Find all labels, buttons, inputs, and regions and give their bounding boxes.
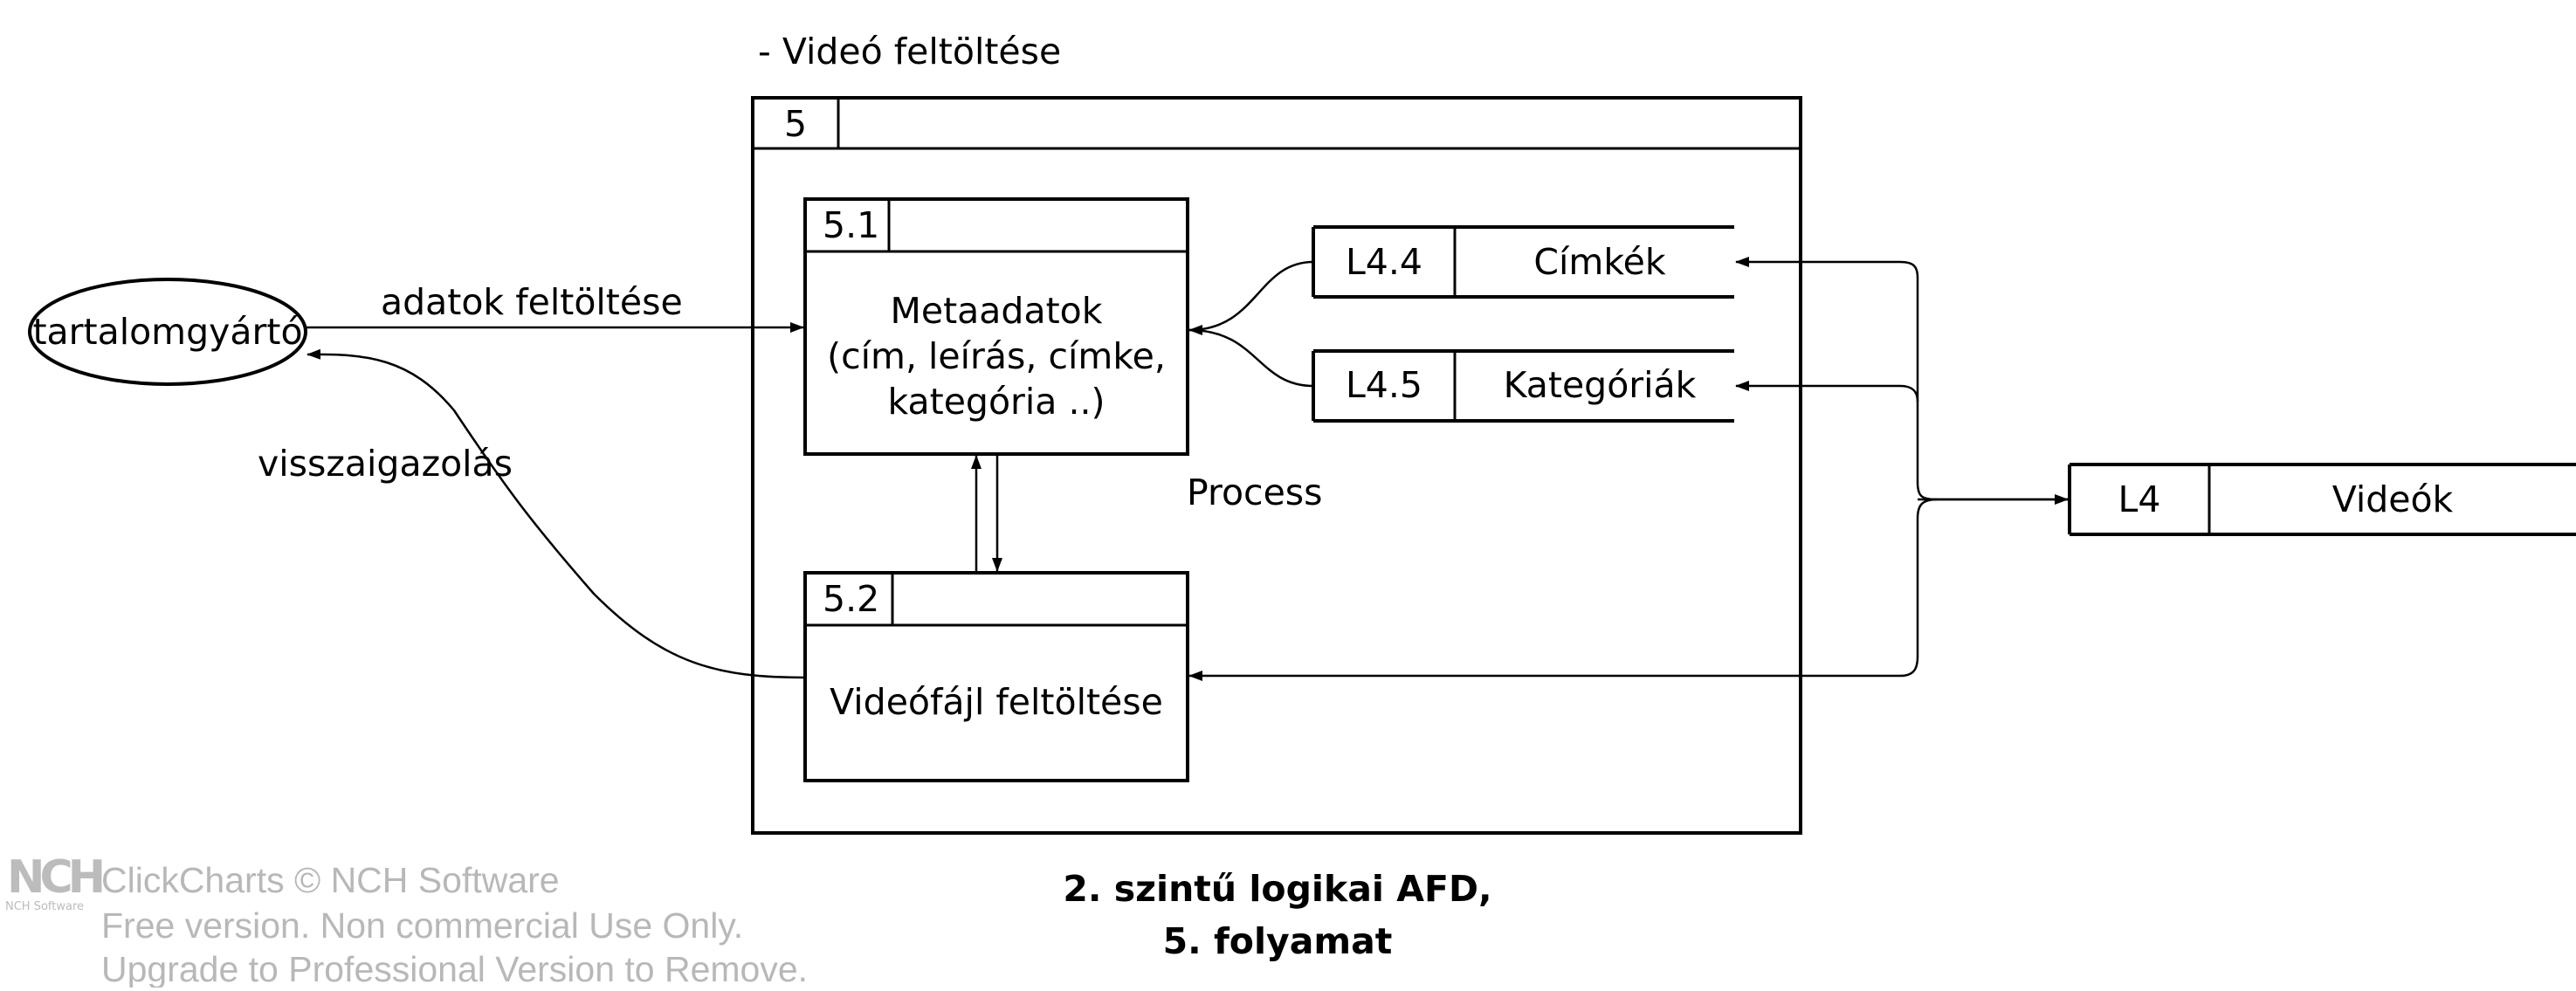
flow-confirmation-label: visszaigazolás <box>258 443 513 485</box>
subprocess-5-2-id: 5.2 <box>823 578 879 620</box>
process-label: Process <box>1187 471 1323 513</box>
flow-videok-to-cimkek[interactable] <box>1735 257 2070 501</box>
subprocess-5-1-line-1: Metaadatok <box>891 290 1103 332</box>
store-l4-5-label: Kategóriák <box>1504 364 1697 406</box>
process-5-id: 5 <box>784 103 807 145</box>
flow-upload-data-label: adatok feltöltése <box>381 281 683 323</box>
store-l4-5-id: L4.5 <box>1346 364 1422 406</box>
flow-cimkek-to-metadata[interactable] <box>1188 260 1314 335</box>
diagram-caption-line-2: 5. folyamat <box>1163 920 1393 962</box>
store-l4-5[interactable] <box>1312 349 1734 423</box>
watermark-line-1: ClickCharts © NCH Software <box>101 860 560 900</box>
entity-label: tartalomgyártó <box>32 311 302 353</box>
store-l4-4-label: Címkék <box>1533 241 1665 283</box>
flow-videok-to-upload[interactable] <box>1188 498 1938 681</box>
store-l4-label: Videók <box>2332 478 2454 520</box>
nch-logo: NCH NCH Software <box>5 851 107 913</box>
subprocess-5-1-box[interactable] <box>803 197 1189 456</box>
subprocess-5-1-id: 5.1 <box>823 204 879 246</box>
subprocess-5-2-box[interactable] <box>803 571 1189 782</box>
store-l4-id: L4 <box>2118 478 2161 520</box>
store-l4-4-id: L4.4 <box>1346 241 1422 283</box>
nch-logo-mark: NCH <box>7 851 102 904</box>
flow-kategoriak-to-metadata[interactable] <box>1188 328 1314 388</box>
entity-ellipse[interactable] <box>28 278 307 386</box>
process-5-frame[interactable] <box>751 96 1802 835</box>
watermark-line-3: Upgrade to Professional Version to Remov… <box>101 949 808 988</box>
diagram-caption-line-1: 2. szintű logikai AFD, <box>1063 868 1491 910</box>
subprocess-5-1-line-2: (cím, leírás, címke, <box>827 335 1166 377</box>
subprocess-5-1-line-3: kategória ..) <box>887 381 1105 423</box>
nch-logo-sub: NCH Software <box>5 900 84 913</box>
process-title: - Videó feltöltése <box>758 31 1061 72</box>
watermark-line-2: Free version. Non commercial Use Only. <box>101 905 743 946</box>
subprocess-5-2-line-1: Videófájl feltöltése <box>830 681 1163 723</box>
flow-videok-to-kategoriak[interactable] <box>1735 381 1919 403</box>
flow-confirmation[interactable] <box>307 348 806 679</box>
